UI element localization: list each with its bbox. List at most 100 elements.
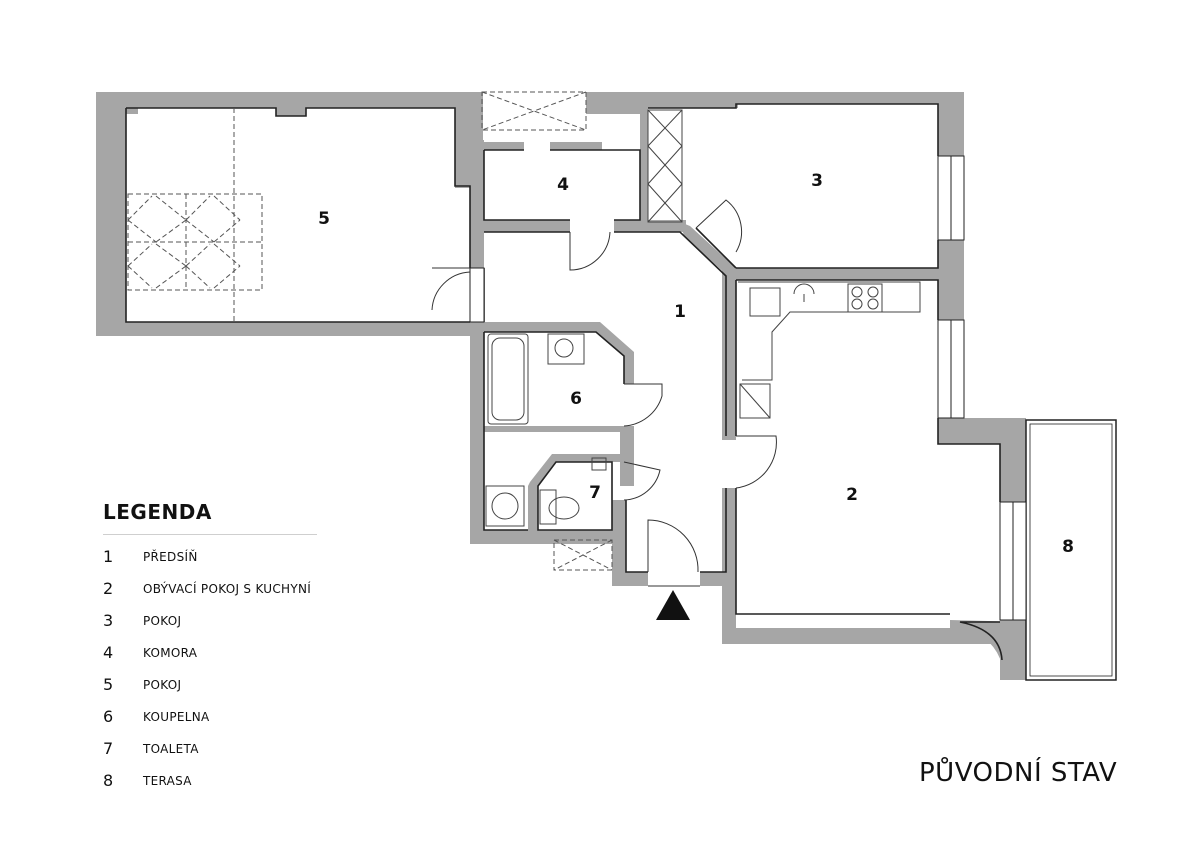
wall [470,92,482,142]
skylight-diag [155,219,187,243]
plan-state-title: PŮVODNÍ STAV [919,758,1118,788]
wall [276,106,306,116]
toilet-tank [539,489,557,525]
wall [722,268,736,440]
faucet [793,283,815,302]
windows [469,155,1027,621]
wall [1000,418,1026,502]
doors [431,199,777,587]
burner [867,298,879,310]
room-number-4: 4 [557,175,569,195]
fridge-line [739,383,771,419]
wall [482,142,524,150]
door-entrance [647,519,699,573]
wall [470,322,484,544]
wall [470,530,614,544]
wall [470,140,484,230]
legend-item-number: 6 [103,707,114,726]
outline [700,488,727,573]
outline [126,107,471,268]
room-number-3: 3 [811,171,823,191]
wall [126,106,138,114]
wall [96,92,480,108]
outline [648,103,939,269]
wall [938,240,964,320]
skylight-diag [127,219,157,243]
wall [642,92,738,108]
skylight-diag [127,265,153,289]
outline [483,150,570,221]
outline [736,279,1003,661]
skylight-diag [213,219,241,243]
toilet-sink [591,457,607,471]
washbasin [547,333,585,365]
wall [680,222,736,276]
skylight-diag [185,219,215,243]
door-room-6 [623,383,663,427]
wall [938,92,964,156]
burner [867,286,879,298]
skylight-diag [127,243,153,267]
door-room-2 [735,435,777,489]
wardrobe-line [647,109,683,147]
wardrobe [647,109,683,223]
shower [485,485,525,527]
outline [484,331,625,384]
skylight-diag [213,195,241,221]
wall [484,322,634,384]
wardrobe-body [647,109,683,223]
legend-item-number: 1 [103,547,114,566]
kitchen [738,281,921,419]
wall [470,220,570,232]
door-room-7 [623,461,661,501]
shaft-cross [481,91,587,131]
legend-item-label: POKOJ [143,678,182,692]
bathtub [487,333,529,425]
skylight-diag [213,243,241,267]
wall [1000,620,1026,680]
outline [735,280,950,615]
room-number-6: 6 [570,389,582,409]
legend-item-number: 5 [103,675,114,694]
room-number-5: 5 [318,209,330,229]
wall [620,426,634,486]
wall [550,142,602,150]
legend-item-number: 7 [103,739,114,758]
legend-item: 5 POKOJ [103,669,343,701]
terrace-inner [1029,423,1113,677]
skylight-diag [155,243,187,267]
washbasin-bowl [554,338,574,358]
room-number-8: 8 [1062,537,1074,557]
legend-item-label: TOALETA [143,742,199,756]
shower-drain [491,492,519,520]
room-number-7: 7 [589,483,601,503]
skylight-diag [127,195,153,221]
legend-item-number: 2 [103,579,114,598]
door-room-5 [431,267,471,311]
wall-outlines [125,103,1003,661]
cooktop [847,283,883,313]
entrance-arrow [656,590,690,620]
outline [484,231,727,436]
wall [600,106,642,114]
wall [736,92,964,104]
legend-item: 7 TOALETA [103,733,343,765]
fridge [739,383,771,419]
legend-item-number: 4 [103,643,114,662]
wall [484,426,620,432]
legend-title: LEGENDA [103,500,212,524]
window [469,267,485,323]
door-room-3 [695,199,743,253]
shaft-cross [481,91,587,131]
outline [483,332,528,531]
outline [695,227,737,269]
wall [96,92,126,336]
legend-divider [103,534,317,535]
skylight-diag [155,195,187,221]
